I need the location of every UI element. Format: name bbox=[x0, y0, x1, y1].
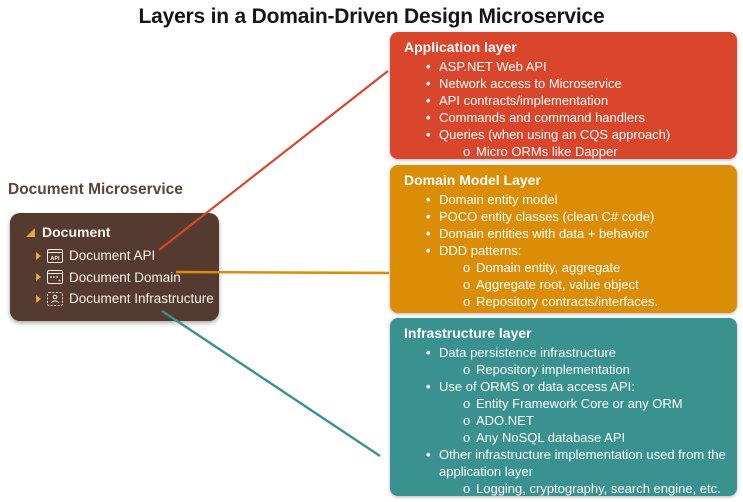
layer-item-text: Data persistence infrastructure bbox=[439, 345, 617, 360]
layer-list-item: • Queries (when using an CQS approach) bbox=[426, 126, 729, 143]
bullet-marker: • bbox=[426, 345, 431, 360]
layer-list: • Data persistence infrastructure o Reposit… bbox=[404, 344, 729, 497]
layer-list-item: o Aggregate root, value object bbox=[463, 276, 729, 293]
layer-list-item: • Other infrastructure implementation use… bbox=[426, 446, 729, 480]
layer-list-item: o Logging, cryptography, search engine, e… bbox=[463, 480, 729, 497]
sub-bullet-marker: o bbox=[463, 481, 471, 496]
layer-item-text: Entity Framework Core or any ORM bbox=[476, 396, 683, 411]
tree-item-document-domain[interactable]: Document Domain bbox=[36, 267, 219, 289]
layer-list-item: • DDD patterns: bbox=[426, 242, 729, 259]
layer-item-text: Repository implementation bbox=[476, 362, 630, 377]
bullet-marker: • bbox=[426, 93, 431, 108]
layer-item-text: Use of ORMS or data access API: bbox=[439, 379, 635, 394]
layer-list: • ASP.NET Web API • Network access to Micro… bbox=[404, 58, 729, 160]
domain-model-layer-box: Domain Model Layer •Domain entity model•… bbox=[390, 165, 737, 313]
bullet-marker: • bbox=[426, 379, 431, 394]
infrastructure-window-icon bbox=[47, 291, 63, 306]
bullet-marker: • bbox=[426, 76, 431, 91]
sub-bullet-marker: o bbox=[463, 294, 471, 309]
layer-item-text: Network access to Microservice bbox=[439, 76, 622, 91]
api-window-icon: API bbox=[47, 248, 63, 263]
layer-list-item: • Use of ORMS or data access API: bbox=[426, 378, 729, 395]
sub-bullet-marker: o bbox=[463, 277, 471, 292]
domain-window-icon bbox=[47, 270, 63, 285]
layer-item-text: Aggregate root, value object bbox=[476, 277, 639, 292]
layer-list-item: • Commands and command handlers bbox=[426, 109, 729, 126]
layer-list-item: • Domain entities with data + behavior bbox=[426, 225, 729, 242]
layer-item-text: Domain entity model bbox=[439, 192, 558, 207]
tree-root-label: Document bbox=[42, 224, 111, 240]
bullet-marker: • bbox=[426, 226, 431, 241]
layer-item-text: Domain entities with data + behavior bbox=[439, 226, 649, 241]
layer-list-item: o Repository implementation bbox=[463, 361, 729, 378]
layer-item-text: ASP.NET Web API bbox=[439, 59, 547, 74]
layer-item-text: ADO.NET bbox=[476, 413, 534, 428]
tree-item-label: Document API bbox=[69, 248, 156, 264]
tree-root-document[interactable]: Document bbox=[26, 222, 219, 242]
connector-line-infrastructure bbox=[161, 310, 381, 457]
collapsed-arrow-icon bbox=[36, 294, 41, 303]
layer-list-item: • POCO entity classes (clean C# code) bbox=[426, 208, 729, 225]
bullet-marker: • bbox=[426, 243, 431, 258]
layer-item-text: Domain entity, aggregate bbox=[476, 260, 621, 275]
bullet-marker: • bbox=[426, 192, 431, 207]
layer-title: Application layer bbox=[404, 39, 517, 55]
sub-bullet-marker: o bbox=[463, 144, 471, 159]
layer-list-item: o Any NoSQL database API bbox=[463, 429, 729, 446]
tree-item-document-api[interactable]: API Document API bbox=[36, 245, 219, 267]
layer-list-item: • Network access to Microservice bbox=[426, 75, 729, 92]
layer-list-item: • ASP.NET Web API bbox=[426, 58, 729, 75]
collapsed-arrow-icon bbox=[36, 251, 41, 260]
infrastructure-layer-box: Infrastructure layer • Data persistence i… bbox=[390, 318, 737, 496]
layer-list-item: • Data persistence infrastructure bbox=[426, 344, 729, 361]
sub-bullet-marker: o bbox=[463, 362, 471, 377]
layer-list-item: • API contracts/implementation bbox=[426, 92, 729, 109]
layer-item-text: API contracts/implementation bbox=[439, 93, 609, 108]
layer-list-item: o Micro ORMs like Dapper bbox=[463, 143, 729, 160]
tree-heading: Document Microservice bbox=[8, 181, 183, 198]
layer-item-text: Logging, cryptography, search engine, et… bbox=[476, 481, 721, 496]
collapsed-arrow-icon bbox=[36, 273, 41, 282]
bullet-marker: • bbox=[426, 59, 431, 74]
bullet-marker: • bbox=[426, 127, 431, 142]
layer-list: • Domain entity model • POCO entity classes… bbox=[404, 191, 729, 310]
sub-bullet-marker: o bbox=[463, 413, 471, 428]
bullet-marker: • bbox=[426, 209, 431, 224]
expanded-triangle-icon bbox=[26, 227, 35, 237]
layer-item-text: Repository contracts/interfaces. bbox=[476, 294, 659, 309]
svg-text:API: API bbox=[50, 256, 60, 262]
tree-item-document-infrastructure[interactable]: Document Infrastructure bbox=[36, 288, 219, 310]
layer-item-text: Other infrastructure implementation used… bbox=[439, 447, 726, 479]
layer-item-text: Commands and command handlers bbox=[439, 110, 645, 125]
sub-bullet-marker: o bbox=[463, 396, 471, 411]
layer-title: Domain Model Layer bbox=[404, 172, 541, 188]
sub-bullet-marker: o bbox=[463, 430, 471, 445]
layer-list-item: o Repository contracts/interfaces. bbox=[463, 293, 729, 310]
layer-item-text: Queries (when using an CQS approach) bbox=[439, 127, 671, 142]
layer-item-text: DDD patterns: bbox=[439, 243, 522, 258]
sub-bullet-marker: o bbox=[463, 260, 471, 275]
layer-item-text: Micro ORMs like Dapper bbox=[476, 144, 618, 159]
tree-item-label: Document Infrastructure bbox=[69, 291, 214, 307]
layer-item-text: POCO entity classes (clean C# code) bbox=[439, 209, 655, 224]
bullet-marker: • bbox=[426, 110, 431, 125]
layer-item-text: Any NoSQL database API bbox=[476, 430, 626, 445]
layer-list-item: o Domain entity, aggregate bbox=[463, 259, 729, 276]
layer-list-item: • Domain entity model bbox=[426, 191, 729, 208]
bullet-marker: • bbox=[426, 447, 431, 462]
layer-list-item: o Entity Framework Core or any ORM bbox=[463, 395, 729, 412]
layer-list-item: o ADO.NET bbox=[463, 412, 729, 429]
layer-title: Infrastructure layer bbox=[404, 325, 532, 341]
application-layer-box: Application layer • ASP.NET Web API • Netwo… bbox=[390, 32, 737, 159]
diagram-title: Layers in a Domain-Driven Design Microse… bbox=[138, 5, 605, 28]
tree-item-label: Document Domain bbox=[69, 269, 181, 285]
